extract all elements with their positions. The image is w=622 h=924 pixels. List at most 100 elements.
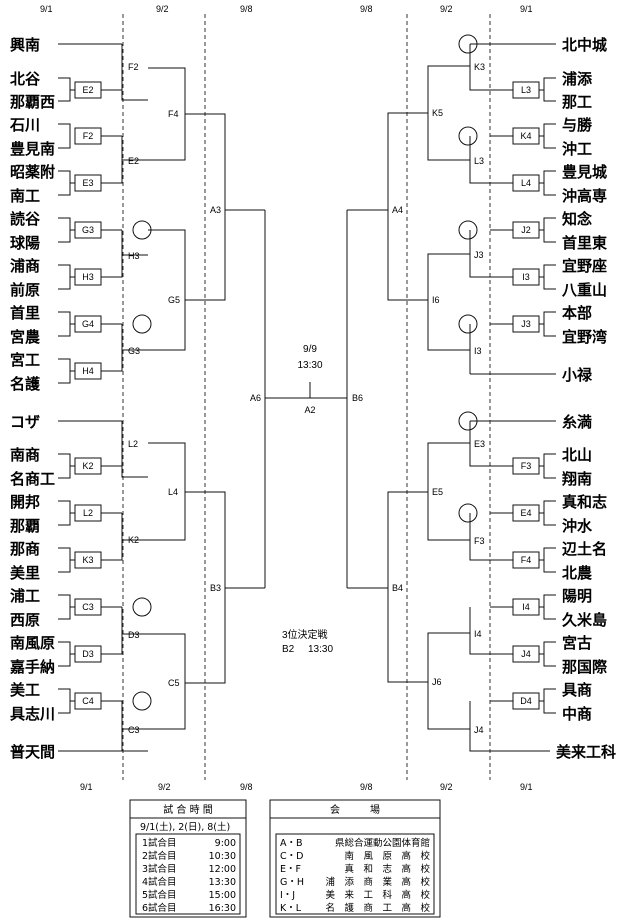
match-code: C4: [82, 696, 94, 706]
venue-name: 真 和 志 高 校: [344, 863, 430, 875]
match-code: J2: [521, 225, 531, 235]
date-label: 9/2: [440, 782, 453, 792]
team-name: 興南: [10, 36, 40, 54]
match-code: G4: [82, 319, 94, 329]
team-name: 北農: [562, 564, 592, 582]
team-name: 石川: [9, 116, 40, 134]
seed-circle: [458, 34, 478, 54]
match-code: I6: [432, 295, 440, 305]
match-code: J4: [474, 725, 484, 735]
left-r1-codes: E2 F2 E3 G3 H3 G4 H4 K2 L2 K3 C3 D3 C4: [82, 85, 94, 706]
team-name: 読谷: [10, 210, 41, 228]
team-name: 北谷: [10, 70, 41, 88]
team-name: 久米島: [562, 611, 607, 629]
team-name: 糸満: [562, 413, 592, 431]
match-code: H3: [82, 272, 94, 282]
final-code: A2: [304, 405, 315, 415]
match-code: E3: [82, 178, 93, 188]
match-code: D3: [82, 649, 94, 659]
venue-courts: A・B: [280, 838, 303, 849]
top-dates: 9/1 9/2 9/8 9/8 9/2 9/1: [40, 4, 533, 14]
seed-circle: [458, 411, 478, 431]
seed-circle: [132, 314, 152, 334]
team-name: 嘉手納: [9, 658, 55, 676]
team-name: 南風原: [10, 634, 55, 652]
team-name: 沖工: [562, 140, 592, 158]
date-label: 9/2: [158, 782, 171, 792]
date-label: 9/1: [520, 782, 533, 792]
schedule-time: 15:00: [209, 890, 236, 901]
schedule-dates: 9/1(土), 2(日), 8(土): [140, 821, 230, 833]
schedule-time: 10:30: [209, 851, 236, 862]
right-r3-codes: K5 I6 E5 J6: [432, 108, 443, 687]
schedule-time: 9:00: [215, 838, 236, 849]
right-r2-codes: K3 L3 J3 I3 E3 F3 I4 J4: [474, 62, 485, 735]
right-r1-codes: L3 K4 L4 J2 I3 J3 F3 E4 F4 I4 J4 D4: [520, 85, 532, 706]
match-code: D4: [520, 696, 532, 706]
third-place-label: 3位決定戦: [282, 628, 328, 641]
match-code: K5: [432, 108, 443, 118]
team-name: 沖水: [562, 517, 593, 535]
team-name: 陽明: [562, 587, 592, 605]
team-name: 知念: [562, 210, 592, 228]
match-code: E4: [520, 508, 531, 518]
left-r3-codes: F4 G5 L4 C5: [168, 109, 180, 688]
team-name: 前原: [10, 281, 40, 299]
venue-name: 美 来 工 科 高 校: [325, 889, 430, 901]
team-name: 南商: [10, 446, 40, 464]
match-code: H3: [128, 251, 140, 261]
date-label: 9/1: [40, 4, 53, 14]
match-code: B3: [210, 583, 221, 593]
team-name: 那覇西: [10, 93, 55, 111]
team-name: 豊見南: [10, 140, 55, 158]
date-label: 9/8: [240, 782, 253, 792]
venue-courts: G・H: [280, 877, 304, 888]
team-name: 本部: [562, 304, 592, 322]
team-name: 八重山: [561, 281, 607, 299]
team-name: 普天間: [10, 743, 55, 761]
team-name: 具志川: [10, 705, 55, 723]
schedule-slot: 6試合目: [142, 902, 177, 914]
team-name: 那商: [10, 540, 40, 558]
team-name: 南工: [10, 187, 40, 205]
team-name: 浦添: [562, 70, 593, 88]
venue-title: 会 場: [330, 803, 380, 816]
team-name: 宮工: [10, 351, 40, 369]
match-code: J3: [521, 319, 531, 329]
final-time: 13:30: [297, 360, 322, 371]
venue-name: 名 護 商 工 高 校: [325, 902, 430, 914]
seed-circle: [132, 597, 152, 617]
match-code: I4: [522, 602, 530, 612]
team-name: 首里東: [562, 234, 607, 252]
match-code: J6: [432, 677, 442, 687]
team-name: 真和志: [562, 493, 607, 511]
venue-courts: C・D: [280, 851, 303, 862]
right-seed-circles: [458, 34, 478, 523]
team-name: 首里: [10, 304, 40, 322]
third-place: 3位決定戦 B2 13:30: [282, 628, 333, 655]
schedule-slot: 1試合目: [142, 837, 177, 849]
team-name: 浦商: [10, 257, 40, 275]
date-label: 9/8: [360, 782, 373, 792]
seed-circle: [458, 314, 478, 334]
match-code: F2: [83, 131, 94, 141]
date-label: 9/8: [240, 4, 253, 14]
match-code: E3: [474, 439, 485, 449]
match-code: C5: [168, 678, 180, 688]
team-name: 中商: [562, 705, 592, 723]
match-code: K3: [474, 62, 485, 72]
match-code: G5: [168, 295, 180, 305]
match-code: E2: [82, 85, 93, 95]
team-name: 那覇: [10, 517, 40, 535]
match-code: L2: [83, 508, 93, 518]
left-r4-codes: A3 B3: [210, 205, 221, 593]
match-code: I4: [474, 629, 482, 639]
match-code: K3: [82, 555, 93, 565]
match-code: C3: [128, 725, 140, 735]
match-code: K2: [82, 461, 93, 471]
team-name: 美里: [10, 564, 40, 582]
team-name: 名護: [10, 375, 41, 393]
